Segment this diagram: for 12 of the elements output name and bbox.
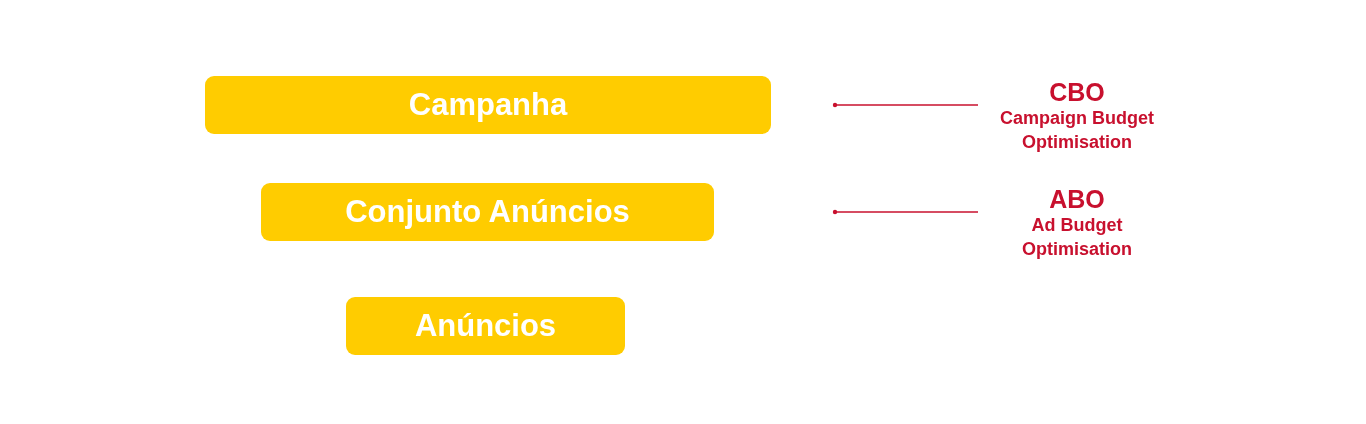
acronym-description: Campaign Budget Optimisation <box>999 107 1155 154</box>
level-bar <box>346 297 625 355</box>
level-bar <box>205 76 771 134</box>
acronym-description: Ad Budget Optimisation <box>1021 214 1133 261</box>
leader-line <box>832 209 979 215</box>
level-label: Conjunto Anúncios <box>345 194 630 230</box>
level-bar <box>261 183 714 241</box>
acronym-label: ABO <box>1048 185 1106 213</box>
level-label: Campanha <box>408 87 568 123</box>
level-label: Anúncios <box>414 308 557 344</box>
acronym-label: CBO <box>1048 78 1106 106</box>
leader-line <box>832 102 979 108</box>
